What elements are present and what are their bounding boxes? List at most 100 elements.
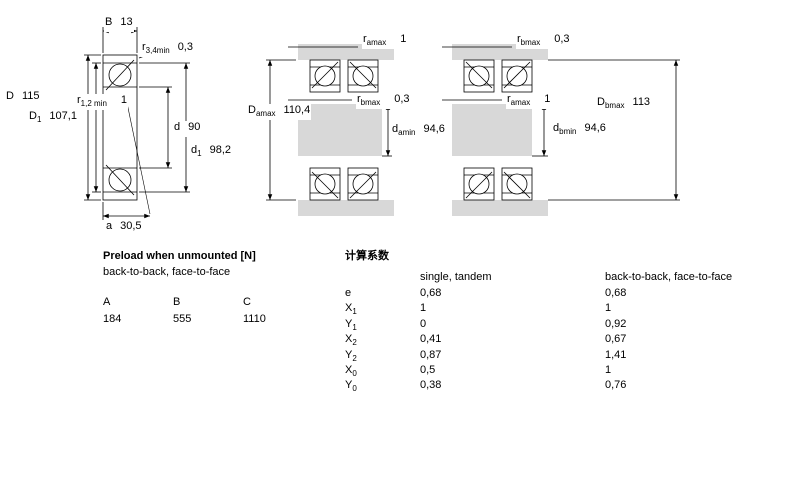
factor-value-single: 0,5 <box>420 363 436 376</box>
preload-value-b: 555 <box>173 313 192 325</box>
factor-value-paired: 0,92 <box>605 317 627 330</box>
factor-row-e: e 0,68 0,68 <box>345 287 732 302</box>
dim-value: 94,6 <box>584 122 606 134</box>
bearing-ball <box>352 65 374 87</box>
dim-symbol: r <box>363 33 367 45</box>
factor-row-y0: Y0 0,38 0,76 <box>345 379 732 394</box>
bearing-ball <box>314 173 336 195</box>
single-bearing-drawing <box>84 27 190 220</box>
housing-block-bottom <box>298 200 394 216</box>
dim-value: 1 <box>120 94 128 106</box>
dim-value: 107,1 <box>49 110 77 122</box>
dim-symbol: r <box>507 93 511 105</box>
dim-value: 0,3 <box>394 93 410 105</box>
shaft-block <box>452 104 532 156</box>
factor-row-x0: X0 0,5 1 <box>345 364 732 379</box>
dim-symbol: d <box>191 144 198 156</box>
dim-symbol: B <box>105 16 113 28</box>
preload-value-c: 1110 <box>243 313 266 325</box>
dim-value: 94,6 <box>423 123 445 135</box>
spacer <box>345 271 420 284</box>
bearing-ball <box>468 173 490 195</box>
dim-value: 113 <box>632 96 651 108</box>
bearing-ball <box>506 173 528 195</box>
dim-sub: amax <box>510 98 531 108</box>
factor-row-x1: X1 1 1 <box>345 302 732 317</box>
dim-value: 0,3 <box>554 33 570 45</box>
dim-label-Dbmax: Dbmax 113 <box>596 96 652 113</box>
dim-label-r34: r3,4min 0,3 <box>141 41 194 58</box>
calculation-factors-table: 计算系数 single, tandem back-to-back, face-t… <box>345 250 732 395</box>
dim-value: 0,3 <box>177 41 193 53</box>
dim-label-Damax: Damax 110,4 <box>247 104 312 121</box>
preload-header-c: C <box>243 296 251 308</box>
dim-symbol: D <box>6 90 14 102</box>
dim-symbol: r <box>142 41 146 53</box>
factor-value-single: 1 <box>420 302 427 315</box>
factor-value-single: 0,87 <box>420 348 442 361</box>
factor-row-y2: Y2 0,87 1,41 <box>345 349 732 364</box>
factor-symbol: Y0 <box>345 379 357 394</box>
dim-symbol: D <box>248 104 256 116</box>
dim-sub: amax <box>366 38 387 48</box>
bearing-ball <box>468 65 490 87</box>
dim-sub: amin <box>398 128 416 138</box>
factors-header-row: single, tandem back-to-back, face-to-fac… <box>345 271 732 284</box>
preload-table: Preload when unmounted [N] back-to-back,… <box>103 250 313 326</box>
factor-value-paired: 0,68 <box>605 287 627 299</box>
factor-symbol: e <box>345 287 352 299</box>
dim-value: 13 <box>120 16 133 28</box>
factor-value-paired: 1 <box>605 363 612 376</box>
factors-rows: e 0,68 0,68 X1 1 1 Y1 0 0,92 X2 0,41 0,6… <box>345 287 732 395</box>
dim-sub: 3,4min <box>145 46 170 56</box>
preload-header-b: B <box>173 296 181 308</box>
dim-symbol: D <box>597 96 605 108</box>
face-to-face-arrangement-drawing <box>266 44 394 216</box>
factor-value-single: 0,41 <box>420 333 442 346</box>
dim-sub: 1,2 min <box>80 99 107 109</box>
dim-label-B: B 13 <box>104 16 134 33</box>
dim-value: 115 <box>21 90 40 102</box>
factors-title: 计算系数 <box>345 250 389 262</box>
preload-values-row: 184 555 1110 <box>103 313 313 326</box>
factor-row-x2: X2 0,41 0,67 <box>345 333 732 348</box>
preload-header-row: A B C <box>103 296 313 309</box>
bearing-ball <box>352 173 374 195</box>
dim-value: 1 <box>544 93 551 105</box>
shaft-housing-blocks <box>298 44 394 216</box>
factor-symbol: X0 <box>345 363 357 379</box>
dim-symbol: d <box>392 123 399 135</box>
factor-value-paired: 1 <box>605 302 612 315</box>
dimension-lines-left <box>84 54 190 220</box>
dim-sub: 1 <box>197 149 202 159</box>
factor-value-paired: 1,41 <box>605 348 627 361</box>
dim-label-ramax-b: ramax 1 <box>506 93 552 110</box>
preload-title: Preload when unmounted [N] <box>103 250 256 262</box>
dim-value: 110,4 <box>283 104 311 116</box>
bearing-body <box>102 54 138 201</box>
dim-sub: bmax <box>360 98 381 108</box>
preload-subtitle: back-to-back, face-to-face <box>103 266 231 278</box>
dim-value: 90 <box>188 121 201 133</box>
dimension-lines-mid <box>266 46 392 201</box>
dim-sub: bmax <box>604 101 625 111</box>
factor-symbol: X1 <box>345 302 357 317</box>
dim-sub: amax <box>255 109 276 119</box>
factor-value-single: 0,38 <box>420 379 442 392</box>
preload-value-a: 184 <box>103 313 122 325</box>
factor-value-single: 0 <box>420 317 427 330</box>
factors-header-back-to-back: back-to-back, face-to-face <box>605 271 733 283</box>
dim-sub: bmin <box>559 127 577 137</box>
factor-row-y1: Y1 0 0,92 <box>345 318 732 333</box>
factor-symbol: X2 <box>345 333 357 348</box>
shaft-block <box>298 104 382 156</box>
preload-header-a: A <box>103 296 111 308</box>
dim-sub: bmax <box>520 38 541 48</box>
